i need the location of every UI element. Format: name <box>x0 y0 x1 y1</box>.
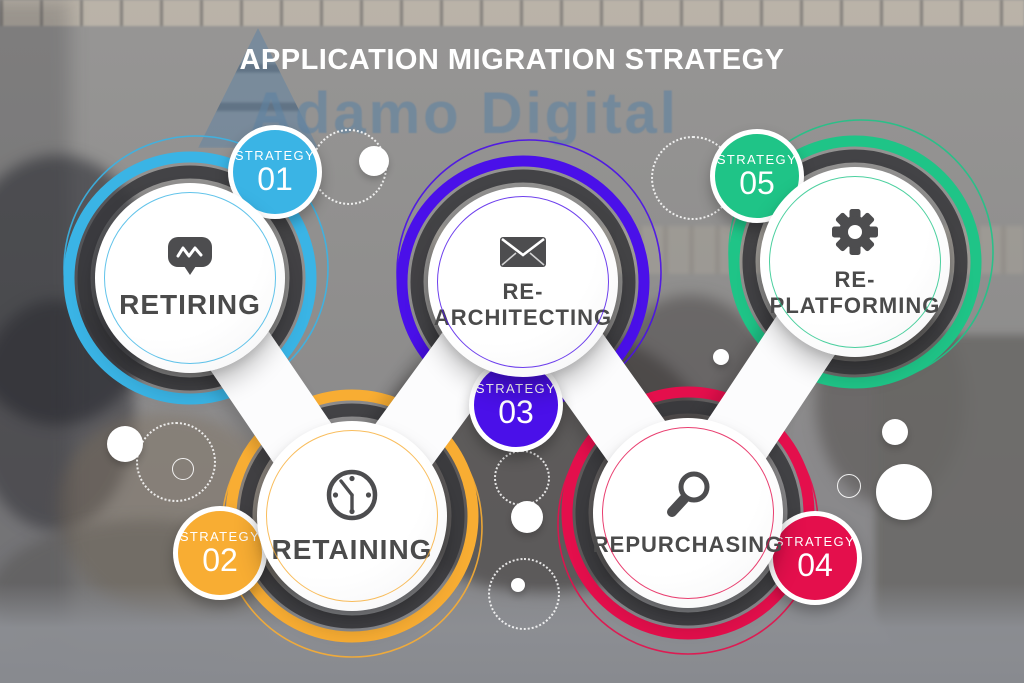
badge-word: STRATEGY <box>475 381 557 397</box>
decor-dot <box>713 349 729 365</box>
strategy-badge-02: STRATEGY 02 <box>173 506 267 600</box>
strategy-node-retiring: RETIRING <box>40 128 340 428</box>
decor-dot <box>511 578 525 592</box>
badge-word: STRATEGY <box>716 152 798 168</box>
decor-dot <box>359 146 389 176</box>
decor-dotted-circle <box>488 558 560 630</box>
background-person-silhouette <box>0 300 135 530</box>
disc-inner-outline <box>104 192 276 364</box>
node-rings <box>63 135 329 405</box>
badge-number: 01 <box>257 161 293 198</box>
decor-ring <box>172 458 194 480</box>
background-vignette <box>0 0 70 683</box>
badge-number: 03 <box>498 394 534 431</box>
node-disc-retaining: RETAINING <box>257 421 447 611</box>
node-disc-re-platforming: RE-PLATFORMING <box>760 167 950 357</box>
node-disc-re-architecting: RE-ARCHITECTING <box>428 187 618 377</box>
strategy-node-re-platforming: RE-PLATFORMING <box>705 112 1005 412</box>
decor-dot <box>882 419 908 445</box>
disc-inner-outline <box>437 196 609 368</box>
decor-ring <box>837 474 861 498</box>
page-title: APPLICATION MIGRATION STRATEGY <box>239 44 785 76</box>
strategy-node-repurchasing: REPURCHASING <box>538 363 838 663</box>
decor-dotted-circle <box>136 422 216 502</box>
disc-inner-outline <box>602 427 774 599</box>
badge-number: 04 <box>797 547 833 584</box>
badge-word: STRATEGY <box>179 529 261 545</box>
strategy-node-retaining: RETAINING <box>202 366 502 666</box>
background-ceiling-slats <box>0 0 1024 26</box>
disc-inner-outline <box>769 176 941 348</box>
node-disc-repurchasing: REPURCHASING <box>593 418 783 608</box>
decor-dot <box>511 501 543 533</box>
badge-number: 05 <box>739 165 775 202</box>
wall-sign-text: Adamo Digital <box>250 81 679 146</box>
node-disc-retiring: RETIRING <box>95 183 285 373</box>
disc-inner-outline <box>266 430 438 602</box>
node-rings <box>728 119 994 389</box>
badge-word: STRATEGY <box>774 534 856 550</box>
decor-dot <box>876 464 932 520</box>
badge-word: STRATEGY <box>234 148 316 164</box>
badge-number: 02 <box>202 542 238 579</box>
